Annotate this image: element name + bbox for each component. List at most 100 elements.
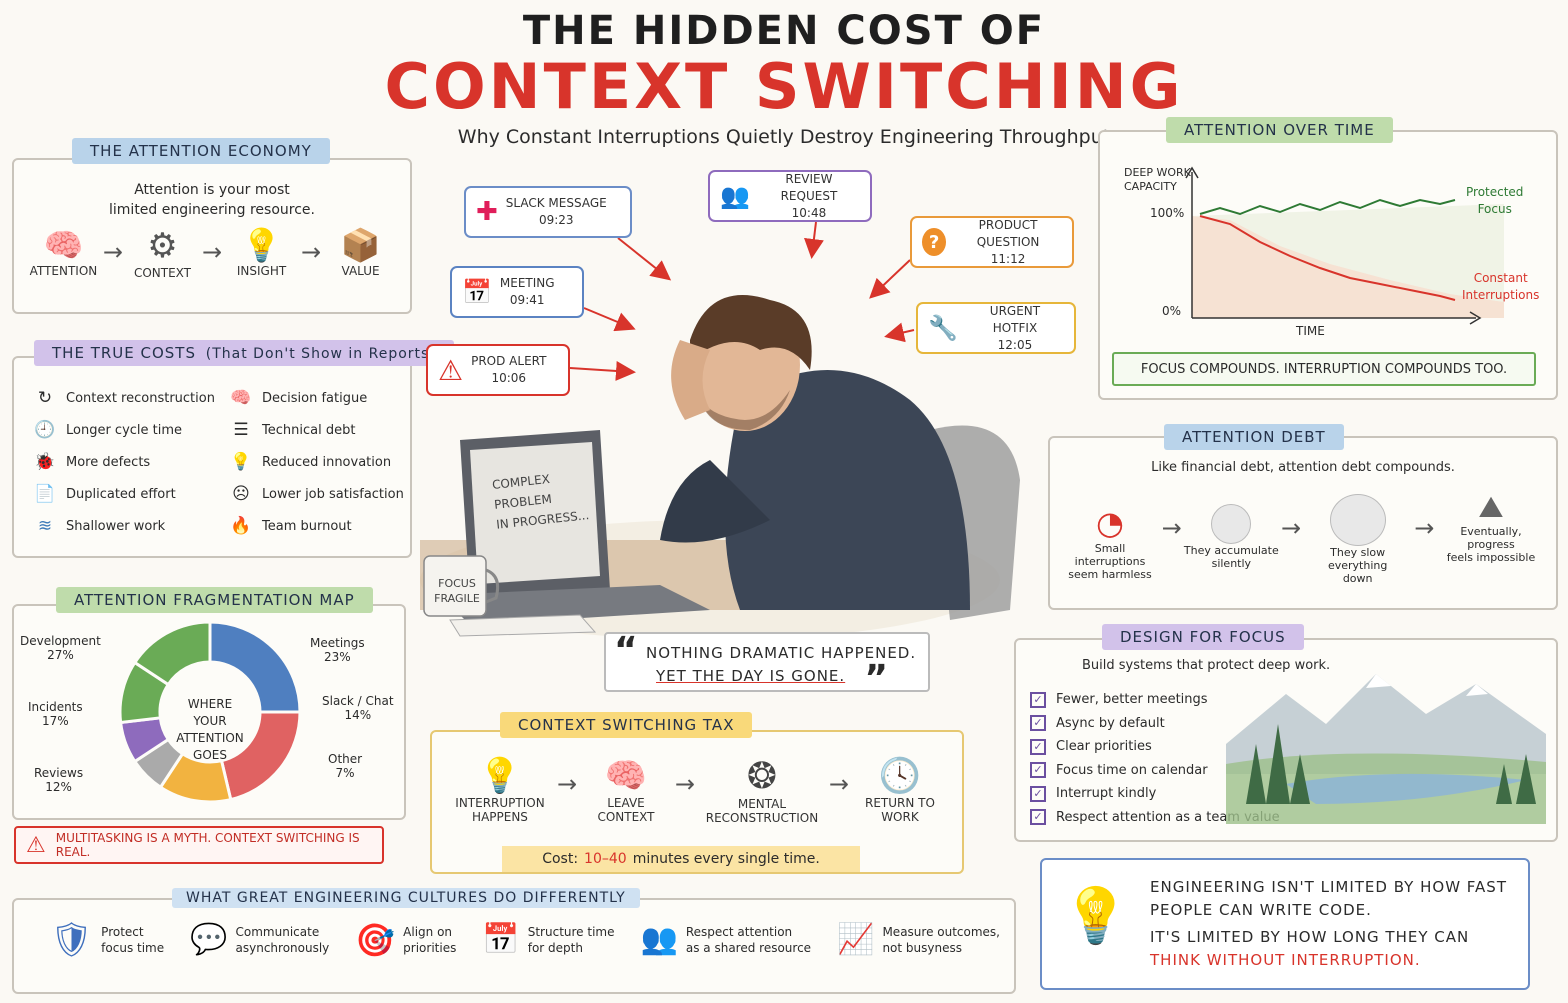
closing-line-4: THINK WITHOUT INTERRUPTION. — [1150, 951, 1421, 969]
quote-box: “ NOTHING DRAMATIC HAPPENED. YET THE DAY… — [604, 630, 930, 699]
brain-icon: 🧠 — [604, 756, 648, 796]
flow-step-context: ⚙ CONTEXT — [123, 226, 202, 280]
checklist-item: ✓Respect attention as a team value — [1030, 806, 1280, 830]
checkbox-icon: ✓ — [1030, 785, 1046, 802]
lightbulb-icon: 💡 — [230, 452, 252, 472]
arrow-icon: → — [828, 770, 850, 798]
y-tick-0: 0% — [1162, 304, 1182, 318]
attention-flow: 🧠 ATTENTION → ⚙ CONTEXT → 💡 INSIGHT → 📦 … — [24, 226, 400, 280]
bug-icon: 🐞 — [34, 452, 56, 472]
flow-step-insight: 💡 INSIGHT — [222, 226, 301, 278]
tax-cost-banner: Cost: 10–40 minutes every single time. — [502, 846, 860, 872]
checklist-item: ✓Async by default — [1030, 712, 1280, 736]
arrow-icon: → — [556, 770, 578, 798]
cost-item: 🕘Longer cycle time — [34, 420, 183, 440]
arrow-icon: → — [300, 238, 322, 266]
design-for-focus-panel: Build systems that protect deep work. ✓F… — [1014, 638, 1558, 842]
checkbox-icon: ✓ — [1030, 691, 1046, 708]
arrow-icon: → — [1414, 514, 1435, 542]
tax-flow: 💡 INTERRUPTION HAPPENS → 🧠 LEAVE CONTEXT… — [452, 756, 942, 825]
quote-line-1: NOTHING DRAMATIC HAPPENED. — [646, 644, 917, 662]
lightbulb-icon: 💡 — [241, 226, 282, 264]
engineer-illustration: COMPLEX PROBLEM IN PROGRESS... FOCUS FRA… — [410, 280, 1050, 640]
checkbox-icon: ✓ — [1030, 809, 1046, 826]
tax-step-return-to-work: 🕓 RETURN TO WORK — [858, 756, 942, 824]
cost-item: 🧠Decision fatigue — [230, 388, 368, 408]
checklist-item: ✓Fewer, better meetings — [1030, 688, 1280, 712]
title-line-2: CONTEXT SWITCHING — [384, 50, 1184, 123]
cost-item: 🐞More defects — [34, 452, 151, 472]
stack-icon: ☰ — [233, 420, 249, 440]
closing-box: 💡 ENGINEERING ISN'T LIMITED BY HOW FAST … — [1040, 858, 1530, 990]
clock-icon: 🕘 — [34, 420, 56, 440]
attention-over-time-chart — [1185, 166, 1504, 325]
checkbox-icon: ✓ — [1030, 738, 1046, 755]
cost-item: ☰Technical debt — [230, 414, 410, 446]
brain-icon: 🧠 — [43, 226, 84, 264]
attention-intro-line-2: limited engineering resource. — [109, 202, 315, 218]
attention-over-time-panel: DEEP WORK CAPACITY 100% 0% TIME Protecte… — [1098, 130, 1558, 400]
culture-item: 📈Measure outcomes,not busyness — [837, 922, 1000, 957]
warning-icon: ⚠ — [26, 832, 46, 858]
arrow-icon: → — [102, 238, 124, 266]
calendar-icon: 📅 — [482, 922, 520, 957]
checklist-item: ✓Interrupt kindly — [1030, 782, 1280, 806]
gift-box-icon: 📦 — [340, 226, 381, 264]
attention-over-time-tag: ATTENTION OVER TIME — [1166, 117, 1393, 143]
lightbulb-icon: 💡 — [1062, 884, 1130, 947]
engineer-scene — [420, 295, 1020, 640]
donut-slice-incidents — [132, 620, 212, 687]
closing-line-2: PEOPLE CAN WRITE CODE. — [1150, 901, 1372, 919]
arrow-icon: → — [674, 770, 696, 798]
checklist-item: ✓Focus time on calendar — [1030, 759, 1280, 783]
attention-debt-panel: Like financial debt, attention debt comp… — [1048, 436, 1558, 610]
cost-item: ☹Lower job satisfaction — [230, 478, 410, 510]
flow-step-value: 📦 VALUE — [321, 226, 400, 278]
cost-item: ≋Shallower work — [34, 510, 224, 542]
tangle-icon: ❂ — [746, 756, 778, 797]
growth-chart-icon: 📈 — [837, 922, 875, 957]
gear-icon: ⚙ — [147, 226, 178, 266]
debt-intro: Like financial debt, attention debt comp… — [1151, 460, 1455, 475]
question-icon: ? — [922, 228, 947, 256]
attention-intro-line-1: Attention is your most — [134, 182, 290, 198]
fire-icon: 🔥 — [230, 516, 252, 536]
checkbox-icon: ✓ — [1030, 715, 1046, 732]
true-costs-right-list: 🧠Decision fatigue ☰Technical debt 💡Reduc… — [230, 382, 410, 542]
debt-step-impossible: ⛰ Eventually, progress feels impossible — [1436, 490, 1546, 564]
closing-line-1: ENGINEERING ISN'T LIMITED BY HOW FAST — [1150, 878, 1507, 896]
cultures-tag: WHAT GREAT ENGINEERING CULTURES DO DIFFE… — [172, 888, 640, 908]
design-intro: Build systems that protect deep work. — [1082, 658, 1331, 673]
debt-step-slow: They slow everything down — [1303, 494, 1413, 585]
slack-icon: ✚ — [476, 197, 498, 227]
attention-economy-panel: Attention is your most limited engineeri… — [12, 158, 412, 314]
debt-step-accumulate: They accumulate silently — [1183, 504, 1279, 570]
people-icon: 👥 — [720, 182, 750, 210]
arrow-icon: → — [1161, 514, 1182, 542]
arrow-icon: → — [201, 238, 223, 266]
people-icon: 👥 — [640, 922, 678, 957]
fragmentation-donut — [118, 620, 302, 804]
refresh-icon: ↻ — [37, 388, 53, 408]
context-switching-tax-panel: 💡 INTERRUPTION HAPPENS → 🧠 LEAVE CONTEXT… — [430, 730, 964, 874]
cost-item: 💡Reduced innovation — [230, 452, 392, 472]
multitasking-warning: ⚠ MULTITASKING IS A MYTH. CONTEXT SWITCH… — [14, 826, 384, 864]
landscape-illustration — [1226, 674, 1546, 824]
document-icon: 📄 — [34, 484, 56, 504]
snowball-small-icon — [1211, 504, 1252, 544]
x-axis-label: TIME — [1296, 324, 1325, 338]
true-costs-tag: THE TRUE COSTS (That Don't Show in Repor… — [34, 340, 454, 366]
